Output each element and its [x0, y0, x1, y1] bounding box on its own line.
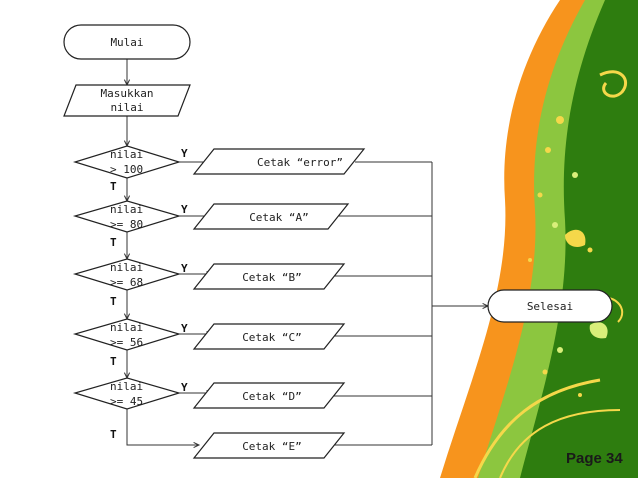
output-c-label: Cetak “C” — [242, 331, 302, 344]
no-label-4: T — [110, 355, 117, 368]
decision-2-line1: nilai — [110, 203, 143, 216]
no-label-3: T — [110, 295, 117, 308]
decorative-swirl-background — [440, 0, 638, 479]
yes-label-2: Y — [181, 203, 188, 216]
start-terminal: Mulai — [63, 24, 191, 60]
end-label: Selesai — [527, 300, 573, 313]
decision-1-line1: nilai — [110, 148, 143, 161]
yes-label-3: Y — [181, 262, 188, 275]
output-e-label: Cetak “E” — [242, 440, 302, 453]
decision-5-line1: nilai — [110, 380, 143, 393]
no-label-2: T — [110, 236, 117, 249]
output-c: Cetak “C” — [192, 323, 346, 350]
input-label-line2: nilai — [110, 101, 143, 114]
no-label-1: T — [110, 180, 117, 193]
output-e: Cetak “E” — [192, 432, 346, 459]
output-b: Cetak “B” — [192, 263, 346, 290]
decision-4-line2: >= 56 — [110, 336, 143, 349]
output-d-label: Cetak “D” — [242, 390, 302, 403]
yes-label-4: Y — [181, 322, 188, 335]
decision-2-line2: >= 80 — [110, 218, 143, 231]
output-d: Cetak “D” — [192, 382, 346, 409]
decision-5: nilai >= 45 — [72, 377, 182, 410]
input-label-line1: Masukkan — [101, 87, 154, 100]
decision-4-line1: nilai — [110, 321, 143, 334]
no-label-5: T — [110, 428, 117, 441]
page-number: Page 34 — [566, 450, 623, 467]
decision-1-line2: > 100 — [110, 163, 143, 176]
connector-d5-output-e-arrowhead — [193, 441, 201, 449]
input-parallelogram: Masukkan nilai — [63, 84, 191, 117]
decision-1: nilai > 100 — [72, 145, 182, 179]
start-label: Mulai — [110, 36, 143, 49]
yes-label-1: Y — [181, 147, 188, 160]
decision-2: nilai >= 80 — [72, 200, 182, 233]
decision-4: nilai >= 56 — [72, 318, 182, 351]
decision-3-line2: >= 68 — [110, 276, 143, 289]
decision-3-line1: nilai — [110, 261, 143, 274]
decision-3: nilai >= 68 — [72, 258, 182, 291]
output-error: Cetak “error” — [192, 148, 366, 175]
decision-5-line2: >= 45 — [110, 395, 143, 408]
yes-label-5: Y — [181, 381, 188, 394]
output-error-label: Cetak “error” — [257, 156, 343, 169]
end-terminal: Selesai — [487, 289, 613, 323]
output-b-label: Cetak “B” — [242, 271, 302, 284]
output-a-label: Cetak “A” — [249, 211, 309, 224]
output-a: Cetak “A” — [192, 203, 350, 230]
connector-d5-output-e — [126, 409, 199, 446]
